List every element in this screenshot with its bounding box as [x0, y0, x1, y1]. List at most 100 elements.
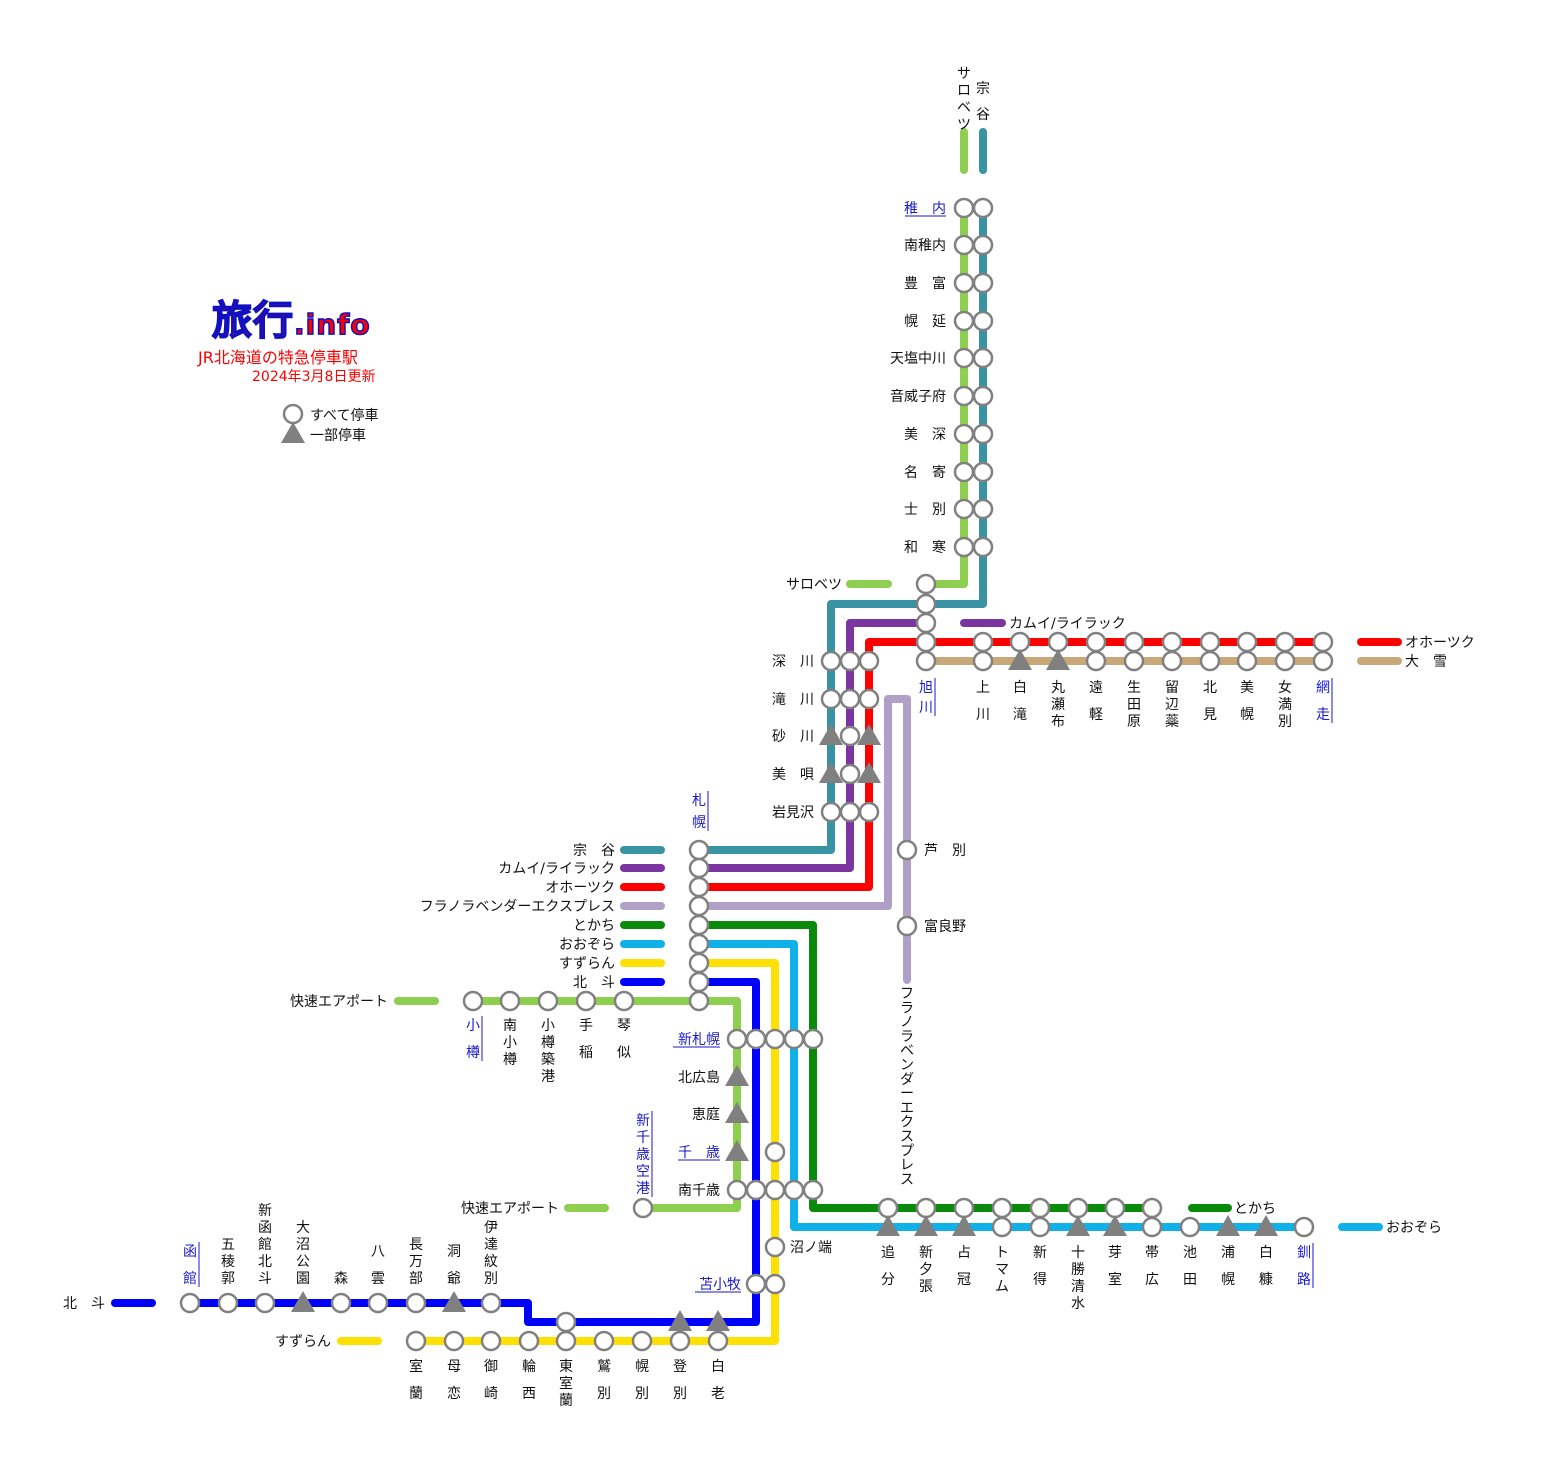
station-南千歳-suzuran[interactable]	[764, 1179, 786, 1201]
station-音威子府-sarobetsu[interactable]	[953, 385, 975, 407]
station-登別[interactable]	[669, 1330, 691, 1352]
station-北見-okhotsk[interactable]	[1199, 631, 1221, 653]
station-higashi-muroran-hokuto[interactable]	[555, 1311, 577, 1333]
station-新得-tokachi[interactable]	[1029, 1197, 1051, 1219]
station-sapporo-5[interactable]	[688, 933, 710, 955]
station-和寒-soya[interactable]	[972, 536, 994, 558]
station-asahikawa-2[interactable]	[915, 612, 937, 634]
station-label-asahikawa[interactable]: 旭川	[919, 678, 936, 716]
station-手稲[interactable]	[575, 990, 597, 1012]
station-新札幌-hokuto[interactable]	[745, 1028, 767, 1050]
station-丸瀬布-okhotsk[interactable]	[1047, 631, 1069, 653]
station-sapporo-2[interactable]	[688, 876, 710, 898]
station-新札幌-ozora[interactable]	[783, 1028, 805, 1050]
station-洞爺-partial[interactable]	[442, 1291, 466, 1312]
station-label-釧路[interactable]: 釧路	[1297, 1243, 1314, 1288]
station-asahikawa-3[interactable]	[915, 631, 937, 653]
station-幌延-soya[interactable]	[972, 310, 994, 332]
station-御崎[interactable]	[480, 1330, 502, 1352]
station-室蘭[interactable]	[405, 1330, 427, 1352]
station-輪西[interactable]	[518, 1330, 540, 1352]
station-女満別-taisetsu[interactable]	[1274, 650, 1296, 672]
station-新函館北斗[interactable]	[254, 1292, 276, 1314]
station-深川-kamui[interactable]	[839, 650, 861, 672]
station-女満別-okhotsk[interactable]	[1274, 631, 1296, 653]
station-new-chitose-airport[interactable]	[632, 1197, 654, 1219]
station-岩見沢-soya[interactable]	[820, 801, 842, 823]
station-noboribetsu-hokuto-partial[interactable]	[668, 1310, 692, 1331]
station-音威子府-soya[interactable]	[972, 385, 994, 407]
station-遠軽-taisetsu[interactable]	[1085, 650, 1107, 672]
station-label-tomakomai[interactable]: 苫小牧	[699, 1276, 741, 1293]
station-新夕張-tokachi[interactable]	[915, 1197, 937, 1219]
station-asahikawa-0[interactable]	[915, 573, 937, 595]
station-遠軽-okhotsk[interactable]	[1085, 631, 1107, 653]
station-長万部[interactable]	[405, 1292, 427, 1314]
station-label-函館[interactable]: 函館	[183, 1242, 200, 1287]
station-南千歳-hokuto[interactable]	[745, 1179, 767, 1201]
station-美深-sarobetsu[interactable]	[953, 423, 975, 445]
station-トマム-ozora[interactable]	[991, 1216, 1013, 1238]
station-網走-taisetsu[interactable]	[1312, 650, 1334, 672]
station-豊富-sarobetsu[interactable]	[953, 272, 975, 294]
station-幌別[interactable]	[631, 1330, 653, 1352]
station-label-新札幌[interactable]: 新札幌	[678, 1032, 720, 1048]
station-占冠-tokachi[interactable]	[953, 1197, 975, 1219]
station-伊達紋別[interactable]	[480, 1292, 502, 1314]
station-トマム-tokachi[interactable]	[991, 1197, 1013, 1219]
station-帯広-ozora[interactable]	[1141, 1216, 1163, 1238]
station-南千歳-ozora[interactable]	[783, 1179, 805, 1201]
station-label-小樽[interactable]: 小樽	[466, 1016, 483, 1061]
station-砂川-okhotsk-partial[interactable]	[857, 724, 881, 745]
station-sapporo-3[interactable]	[688, 895, 710, 917]
station-琴似[interactable]	[613, 990, 635, 1012]
station-大沼公園-partial[interactable]	[291, 1291, 315, 1312]
station-追分-ozora-partial[interactable]	[876, 1215, 900, 1236]
station-名寄-sarobetsu[interactable]	[953, 461, 975, 483]
station-生田原-okhotsk[interactable]	[1123, 631, 1145, 653]
station-sapporo-6[interactable]	[688, 952, 710, 974]
station-tomakomai-suzuran[interactable]	[764, 1273, 786, 1295]
station-鷲別[interactable]	[593, 1330, 615, 1352]
station-恵庭-airport-partial[interactable]	[725, 1102, 749, 1123]
station-北見-taisetsu[interactable]	[1199, 650, 1221, 672]
station-南千歳-tokachi[interactable]	[802, 1179, 824, 1201]
station-深川-okhotsk[interactable]	[858, 650, 880, 672]
station-留辺蘂-taisetsu[interactable]	[1161, 650, 1183, 672]
station-追分-tokachi[interactable]	[877, 1197, 899, 1219]
station-滝川-okhotsk[interactable]	[858, 688, 880, 710]
station-釧路-ozora[interactable]	[1293, 1216, 1315, 1238]
station-美幌-okhotsk[interactable]	[1236, 631, 1258, 653]
station-白滝-okhotsk[interactable]	[1009, 631, 1031, 653]
station-美深-soya[interactable]	[972, 423, 994, 445]
station-滝川-kamui[interactable]	[839, 688, 861, 710]
station-ashibetsu[interactable]	[896, 839, 918, 861]
station-新夕張-ozora-partial[interactable]	[914, 1215, 938, 1236]
station-新札幌-airport[interactable]	[726, 1028, 748, 1050]
station-十勝清水-ozora-partial[interactable]	[1066, 1215, 1090, 1236]
station-chitose-suzuran[interactable]	[764, 1141, 786, 1163]
station-南小樽[interactable]	[499, 990, 521, 1012]
station-森[interactable]	[330, 1292, 352, 1314]
station-占冠-ozora-partial[interactable]	[952, 1215, 976, 1236]
station-芽室-ozora-partial[interactable]	[1103, 1215, 1127, 1236]
station-留辺蘂-okhotsk[interactable]	[1161, 631, 1183, 653]
station-豊富-soya[interactable]	[972, 272, 994, 294]
station-滝川-soya[interactable]	[820, 688, 842, 710]
station-東室蘭[interactable]	[555, 1330, 577, 1352]
station-深川-soya[interactable]	[820, 650, 842, 672]
station-士別-soya[interactable]	[972, 498, 994, 520]
station-岩見沢-okhotsk[interactable]	[858, 801, 880, 823]
station-label-千歳[interactable]: 千 歳	[678, 1145, 720, 1161]
station-numanohata[interactable]	[764, 1236, 786, 1258]
station-函館[interactable]	[179, 1292, 201, 1314]
station-千歳-airport-partial[interactable]	[725, 1140, 749, 1161]
station-白老[interactable]	[707, 1330, 729, 1352]
station-小樽築港[interactable]	[537, 990, 559, 1012]
station-新得-ozora[interactable]	[1029, 1216, 1051, 1238]
station-南千歳-airport[interactable]	[726, 1179, 748, 1201]
station-八雲[interactable]	[367, 1292, 389, 1314]
station-稚内-soya[interactable]	[972, 197, 994, 219]
station-sapporo-7[interactable]	[688, 971, 710, 993]
